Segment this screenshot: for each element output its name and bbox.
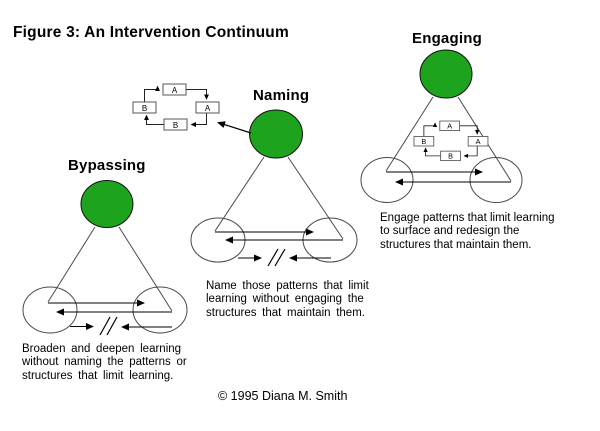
naming-triangle-left-side xyxy=(214,156,265,232)
bypassing-break-slashes xyxy=(99,316,118,336)
cycle-box-b-left-label: B xyxy=(421,137,426,146)
bypassing-right-ellipse xyxy=(132,286,188,334)
cycle-box-a-right-label: A xyxy=(476,137,481,146)
naming-to-cycle-arrow xyxy=(217,121,252,134)
cycle-box-a-right xyxy=(195,101,220,114)
cycle-arrow-bbottom-to-bleft xyxy=(423,147,441,157)
cycle-box-a-right xyxy=(467,136,489,147)
cycle-arrow-atop-to-aright xyxy=(186,89,209,100)
engaging-circle xyxy=(419,49,473,99)
bypassing-left-ellipse xyxy=(22,286,78,334)
naming-triangle-right-side xyxy=(287,156,344,240)
description-naming: Name those patterns that limit learning … xyxy=(206,280,369,319)
bypassing-diagram xyxy=(22,180,188,336)
description-engaging: Engage patterns that limit learning to s… xyxy=(380,212,555,251)
cycle-box-b-left xyxy=(413,136,435,147)
bypassing-circle xyxy=(80,180,134,228)
cycle-arrow-bbottom-to-bleft xyxy=(144,114,164,125)
ab-cycle-diagram: A B A B xyxy=(132,83,220,131)
cycle-arrow-aright-to-bbottom xyxy=(463,145,478,159)
cycle-arrow-bleft-to-atop xyxy=(144,85,160,102)
engaging-triangle-left-side xyxy=(385,96,434,172)
bypassing-triangle-left-side xyxy=(47,226,96,303)
cycle-box-b-bottom-label: B xyxy=(173,121,178,130)
section-label-bypassing: Bypassing xyxy=(68,157,146,174)
cycle-box-a-top xyxy=(439,120,460,131)
cycle-box-b-bottom xyxy=(163,118,188,131)
cycle-box-a-top-label: A xyxy=(447,122,452,131)
engaging-left-ellipse xyxy=(360,157,414,203)
engaging-diagram: A B A B xyxy=(360,49,523,203)
cycle-box-b-bottom-label: B xyxy=(448,152,453,161)
cycle-box-b-bottom xyxy=(440,150,461,162)
cycle-arrow-atop-to-aright xyxy=(459,125,480,135)
cycle-box-a-top xyxy=(162,83,187,96)
figure-title: Figure 3: An Intervention Continuum xyxy=(13,24,289,41)
naming-circle xyxy=(249,109,303,159)
description-bypassing: Broaden and deepen learning without nami… xyxy=(22,343,187,382)
cycle-box-b-left xyxy=(132,101,157,114)
cycle-arrow-bleft-to-atop xyxy=(423,122,438,137)
cycle-box-b-left-label: B xyxy=(142,104,147,113)
engaging-right-ellipse xyxy=(469,157,523,203)
section-label-engaging: Engaging xyxy=(412,30,482,47)
ab-cycle-diagram-engaging: A B A B xyxy=(413,120,489,162)
cycle-arrow-aright-to-bbottom xyxy=(190,113,207,127)
copyright-text: © 1995 Diana M. Smith xyxy=(218,389,348,403)
cycle-box-a-top-label: A xyxy=(172,86,178,95)
bypassing-triangle-right-side xyxy=(118,226,173,312)
section-label-naming: Naming xyxy=(253,87,310,104)
cycle-box-a-right-label: A xyxy=(205,104,211,113)
naming-diagram xyxy=(190,109,358,267)
naming-break-slashes xyxy=(267,248,286,267)
